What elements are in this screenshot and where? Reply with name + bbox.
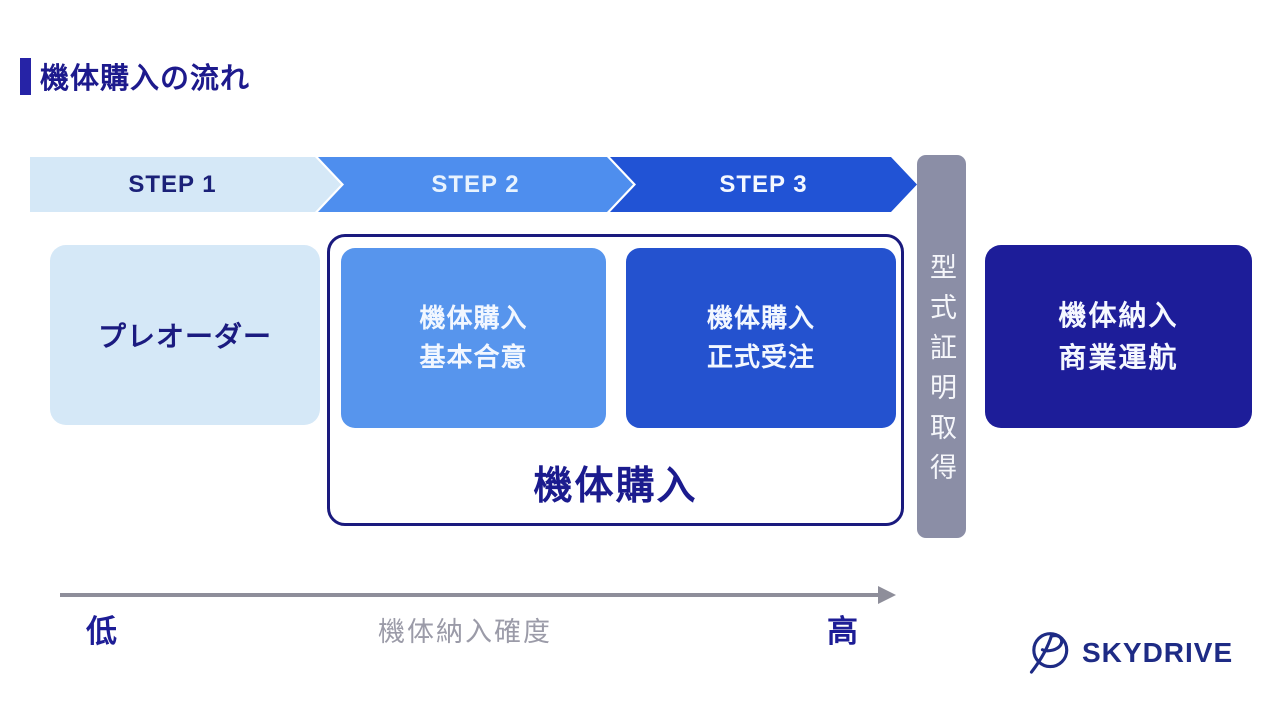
delivery-box: 機体納入 商業運航 [985, 245, 1252, 428]
skydrive-wordmark: SKYDRIVE [1082, 636, 1234, 668]
preorder-box: プレオーダー [50, 245, 320, 425]
certification-bar: 型式証明取得 [917, 155, 966, 538]
skydrive-emblem-icon [1029, 632, 1069, 674]
step1-label: STEP 1 [128, 170, 217, 198]
skydrive-logo: SKYDRIVE [1026, 629, 1233, 676]
title-block: 機体購入の流れ [20, 55, 250, 97]
step2-label: STEP 2 [431, 170, 520, 198]
title-accent-bar [20, 57, 31, 95]
axis-high-label: 高 [827, 614, 858, 649]
certification-label: 型式証明取得 [926, 252, 956, 493]
formal-order-box: 機体購入 正式受注 [626, 248, 896, 428]
certainty-axis-line [60, 593, 878, 597]
step2-chevron: STEP 2 [318, 157, 633, 212]
preorder-label: プレオーダー [97, 321, 272, 352]
certainty-axis-arrowhead-icon [878, 586, 896, 604]
axis-title: 機体納入確度 [378, 617, 552, 647]
axis-low-label: 低 [86, 614, 117, 649]
page-title: 機体購入の流れ [40, 63, 251, 95]
step3-label: STEP 3 [719, 170, 808, 198]
purchase-group-label: 機体購入 [533, 465, 698, 508]
basic-agreement-box: 機体購入 基本合意 [341, 248, 606, 428]
step3-chevron: STEP 3 [610, 157, 917, 212]
purchase-group-box: 機体購入 基本合意 機体購入 正式受注 機体購入 [327, 234, 904, 526]
step1-chevron: STEP 1 [30, 157, 341, 212]
